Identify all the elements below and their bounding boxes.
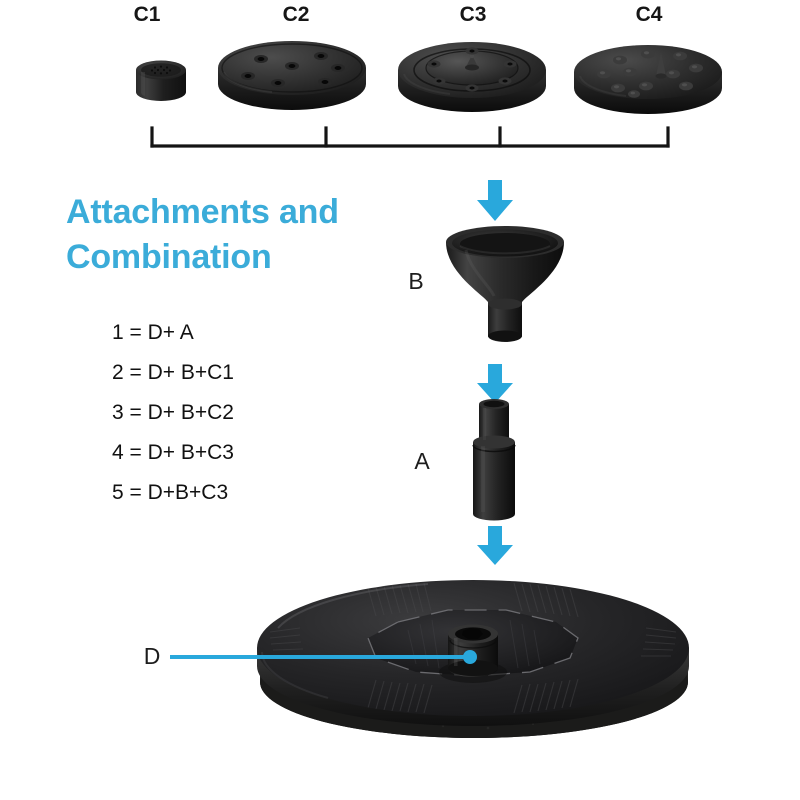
nozzle-group-bracket bbox=[150, 126, 670, 148]
page-title: Attachments and Combination bbox=[66, 193, 339, 276]
combination-item: 1 = D+ A bbox=[112, 321, 194, 344]
nozzle-label-c3: C3 bbox=[459, 3, 487, 26]
part-label-d: D bbox=[143, 643, 161, 669]
combination-item: 4 = D+ B+C3 bbox=[112, 441, 234, 464]
extension-tube-part-a bbox=[472, 399, 516, 521]
part-label-a: A bbox=[414, 448, 430, 474]
nozzle-part-c4 bbox=[574, 45, 722, 114]
arrow-tube-to-base bbox=[477, 526, 513, 565]
nozzle-label-c4: C4 bbox=[635, 3, 663, 26]
nozzle-label-c1: C1 bbox=[133, 3, 161, 26]
combination-item: 5 = D+B+C3 bbox=[112, 481, 229, 504]
nozzle-part-c1 bbox=[136, 60, 186, 101]
nozzle-part-c2 bbox=[218, 41, 366, 110]
arrow-funnel-to-tube bbox=[477, 364, 513, 403]
part-d-leader-line bbox=[170, 650, 477, 664]
nozzle-part-c3 bbox=[398, 42, 546, 112]
part-label-b: B bbox=[408, 268, 424, 294]
funnel-adapter-part-b bbox=[446, 226, 564, 342]
combination-item: 3 = D+ B+C2 bbox=[112, 401, 234, 424]
nozzle-label-c2: C2 bbox=[282, 3, 310, 26]
combination-item: 2 = D+ B+C1 bbox=[112, 361, 234, 384]
solar-panel-base-part-d bbox=[257, 580, 689, 738]
combination-list: 1 = D+ A 2 = D+ B+C1 3 = D+ B+C2 4 = D+ … bbox=[112, 322, 342, 522]
arrow-nozzles-to-funnel bbox=[477, 180, 513, 221]
